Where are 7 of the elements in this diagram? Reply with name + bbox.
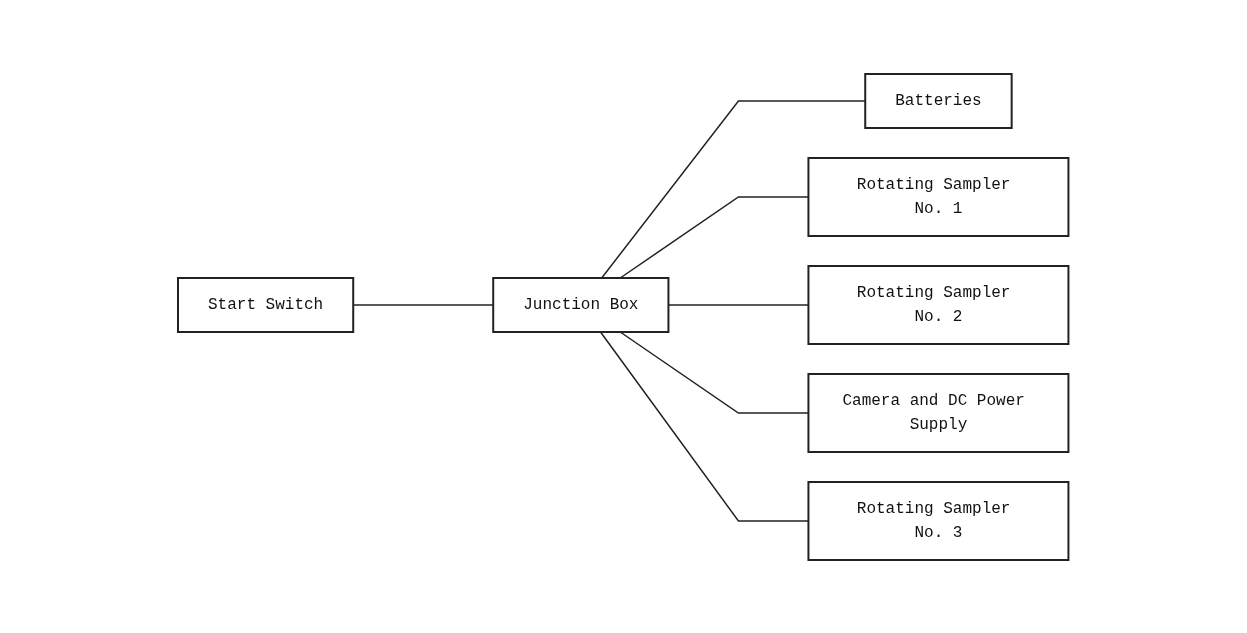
node-box: Camera and DC Power Supply bbox=[807, 372, 1070, 453]
node-box: Start Switch bbox=[177, 276, 355, 333]
node-box: Junction Box bbox=[492, 276, 670, 333]
node-box: Batteries bbox=[864, 72, 1013, 129]
node-box: Rotating Sampler No. 3 bbox=[807, 480, 1070, 561]
node-box: Rotating Sampler No. 2 bbox=[807, 264, 1070, 345]
node-box: Rotating Sampler No. 1 bbox=[807, 156, 1070, 237]
